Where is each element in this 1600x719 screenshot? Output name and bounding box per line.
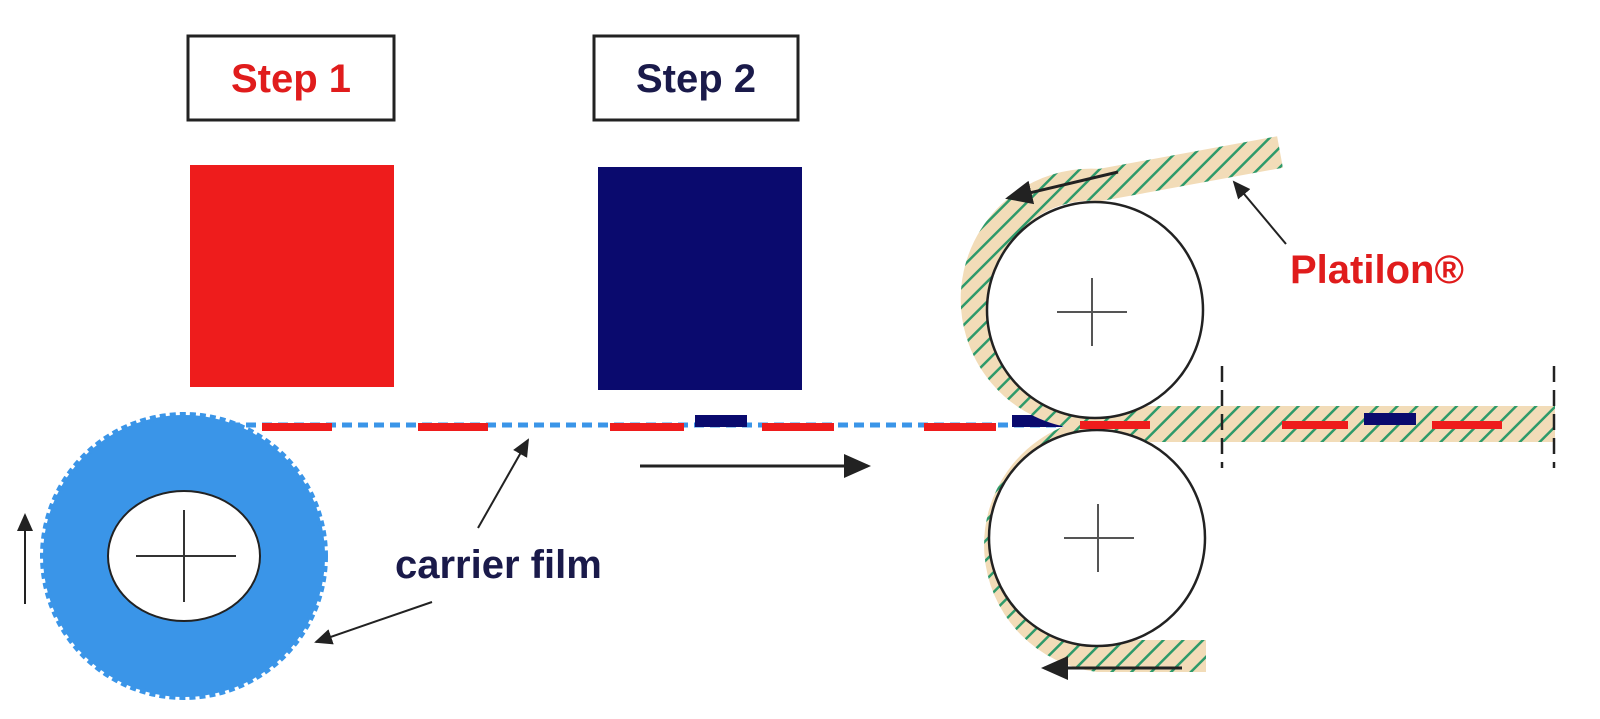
step-2-label-box: Step 2 — [592, 34, 800, 122]
roller-center-cross-icon — [1064, 504, 1134, 572]
roller-center-cross-icon — [1057, 278, 1127, 346]
step-1-print-head — [190, 165, 394, 387]
step-1-deposit — [924, 423, 996, 431]
deposits-on-film — [262, 415, 1062, 431]
carrier-film-pointer-arrow-icon — [477, 438, 529, 529]
step-1-deposit — [1432, 421, 1502, 429]
step-1-deposit — [762, 423, 834, 431]
step-1-deposit — [1080, 421, 1150, 429]
step-1-deposit — [262, 423, 332, 431]
step-2-deposit — [1364, 413, 1416, 425]
carrier-film-label: carrier film — [395, 543, 602, 587]
step-2-print-head — [598, 167, 802, 390]
platilon-pointer-arrow-icon — [1232, 180, 1287, 245]
upper-roller — [985, 200, 1205, 420]
lower-roller — [987, 428, 1207, 648]
step-1-label: Step 1 — [231, 57, 351, 101]
platilon-label: Platilon® — [1290, 248, 1464, 292]
step-1-deposit — [1282, 421, 1348, 429]
carrier-film-pointer-arrow-icon — [314, 601, 433, 645]
carrier-film-reel — [40, 412, 328, 700]
deposits-in-laminate — [1080, 413, 1502, 429]
step-1-label-box: Step 1 — [186, 34, 396, 122]
step-2-label: Step 2 — [636, 57, 756, 101]
step-1-deposit — [610, 423, 684, 431]
step-1-deposit — [418, 423, 488, 431]
step-2-deposit — [695, 415, 747, 427]
reel-center-cross-icon — [136, 510, 236, 602]
upper-roller-direction-arrow-icon — [1005, 170, 1119, 205]
